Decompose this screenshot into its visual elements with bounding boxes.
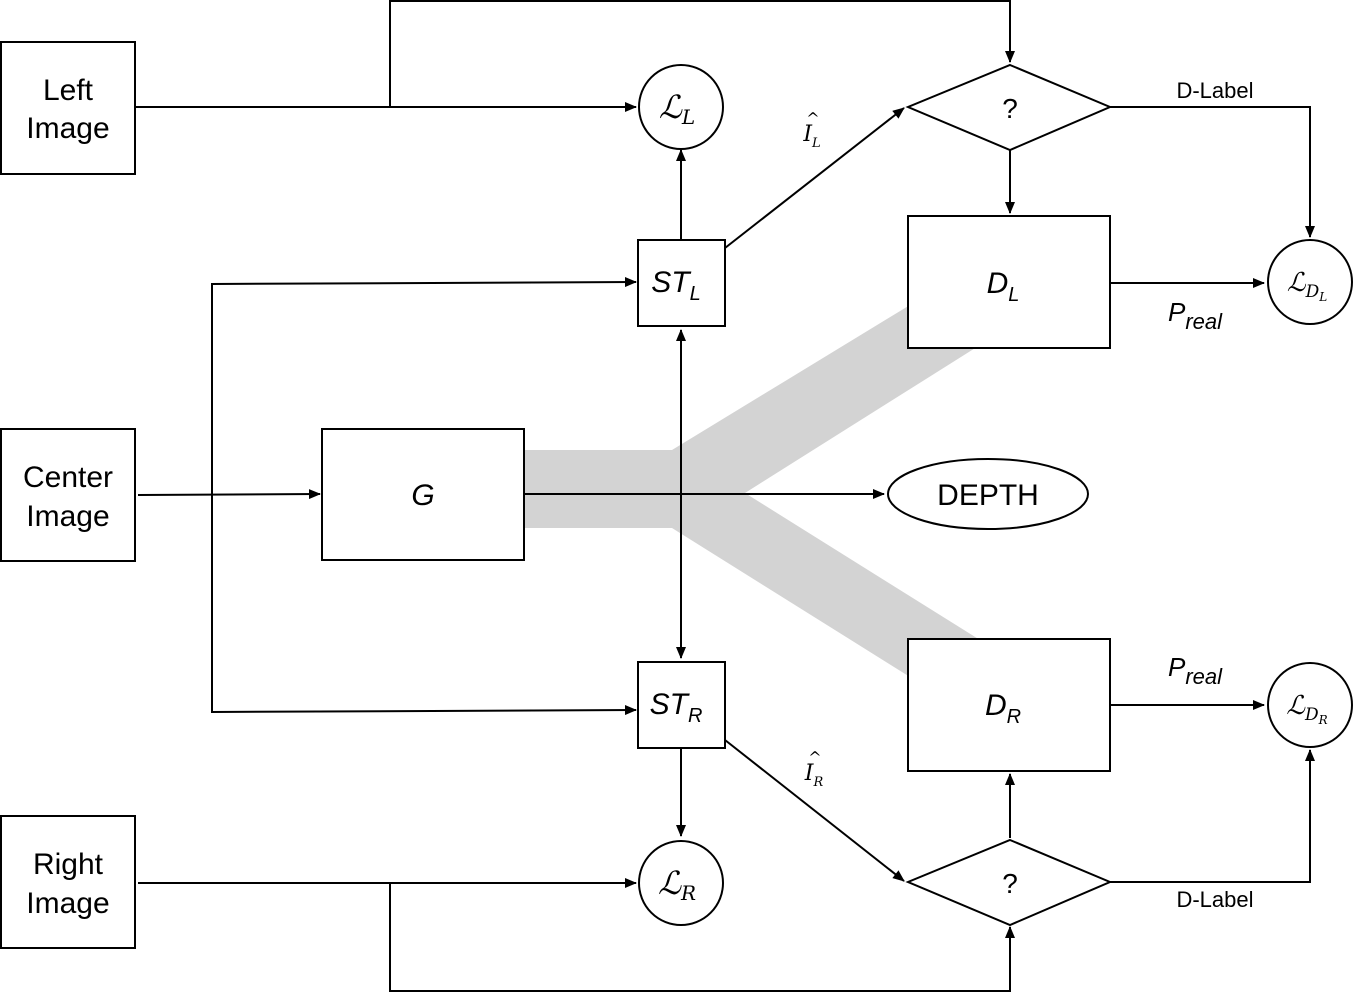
loss-dl-circle: ℒDL [1267, 239, 1353, 325]
generator-box: G [321, 428, 525, 561]
loss-dr-sub: D [1304, 705, 1319, 725]
left-image-box: Left Image [0, 41, 136, 175]
svg-text:ℒDR: ℒDR [1286, 691, 1327, 727]
center-image-box: Center Image [0, 428, 136, 562]
depth-ellipse: DEPTH [887, 458, 1089, 530]
svg-text:ℒDL: ℒDL [1287, 268, 1327, 304]
loss-dr-main: ℒ [1286, 691, 1306, 721]
loss-left-circle: ℒL [638, 64, 724, 150]
label-i-hat-left: ^ IL [802, 109, 820, 151]
loss-dl-sub: D [1305, 282, 1320, 302]
svg-text:STL: STL [651, 266, 700, 305]
arrow-right-image-to-selector-bottom [389, 883, 1015, 992]
loss-right-circle: ℒR [638, 840, 724, 926]
arrow-selector-bottom-to-loss-dr [1110, 749, 1315, 883]
arrow-center-image-to-st-l [211, 277, 637, 495]
p-real-top-main: P [1168, 297, 1186, 327]
selector-bottom-label: ? [1002, 868, 1018, 899]
label-p-real-top: Preal [1168, 297, 1223, 334]
svg-text:STR: STR [650, 688, 703, 727]
svg-text:DL: DL [987, 267, 1020, 306]
loss-dr-circle: ℒDR [1267, 662, 1353, 748]
loss-right-sub: R [680, 881, 696, 905]
loss-dl-subsub: L [1318, 290, 1327, 304]
i-hat-right-sub: R [812, 775, 823, 790]
svg-text:IL: IL [802, 122, 820, 151]
right-image-box: Right Image [0, 815, 136, 949]
i-hat-left-main: I [802, 122, 813, 147]
loss-left-sub: L [681, 105, 695, 129]
st-right-box: STR [637, 661, 726, 749]
svg-text:IR: IR [804, 761, 824, 790]
center-image-label-line1: Center [23, 461, 113, 494]
discriminator-right-sub: R [1007, 706, 1021, 728]
left-image-label-line1: Left [43, 74, 94, 107]
label-i-hat-right: ^ IR [804, 748, 824, 790]
arrow-selector-top-to-loss-dl [1110, 106, 1315, 238]
right-image-label-line1: Right [33, 848, 104, 881]
discriminator-left-main: D [987, 267, 1009, 300]
loss-dr-subsub: R [1318, 713, 1328, 727]
center-image-label-line2: Image [26, 500, 109, 533]
left-image-label-line2: Image [26, 112, 109, 145]
discriminator-right-box: DR [907, 638, 1111, 772]
selector-top-label: ? [1002, 93, 1018, 124]
depth-label: DEPTH [937, 479, 1039, 512]
p-real-top-sub: real [1185, 309, 1223, 334]
label-d-label-bottom: D-Label [1176, 887, 1253, 912]
loss-dl-main: ℒ [1287, 268, 1307, 298]
selector-top-diamond: ? [905, 63, 1113, 152]
discriminator-left-box: DL [907, 215, 1111, 349]
p-real-bottom-main: P [1168, 652, 1186, 682]
arrow-center-image-to-st-r [211, 495, 637, 716]
shared-weights-band [524, 305, 980, 677]
connectors [135, 0, 1315, 992]
i-hat-right-hat: ^ [808, 748, 821, 767]
st-right-sub: R [688, 705, 702, 727]
st-left-sub: L [690, 283, 701, 305]
discriminator-left-sub: L [1008, 284, 1019, 306]
arrow-left-image-to-selector-top [389, 0, 1015, 107]
arrow-st-r-to-selector-bottom [724, 739, 905, 882]
label-d-label-top: D-Label [1176, 78, 1253, 103]
selector-bottom-diamond: ? [905, 838, 1113, 927]
svg-text:DR: DR [985, 689, 1021, 728]
arrow-st-l-to-selector-top [724, 107, 905, 249]
loss-right-main: ℒ [658, 864, 682, 902]
st-left-box: STL [637, 239, 726, 327]
i-hat-left-hat: ^ [806, 109, 819, 128]
right-image-label-line2: Image [26, 887, 109, 920]
st-right-main: ST [650, 688, 691, 721]
arrow-center-image-to-g [137, 489, 321, 500]
st-left-main: ST [651, 266, 692, 299]
generator-label: G [411, 479, 434, 512]
svg-text:ℒR: ℒR [658, 864, 696, 905]
loss-left-main: ℒ [659, 88, 683, 126]
label-p-real-bottom: Preal [1168, 652, 1223, 689]
i-hat-left-sub: L [811, 136, 821, 151]
svg-text:ℒL: ℒL [659, 88, 695, 129]
discriminator-right-main: D [985, 689, 1007, 722]
p-real-bottom-sub: real [1185, 664, 1223, 689]
i-hat-right-main: I [804, 761, 815, 786]
